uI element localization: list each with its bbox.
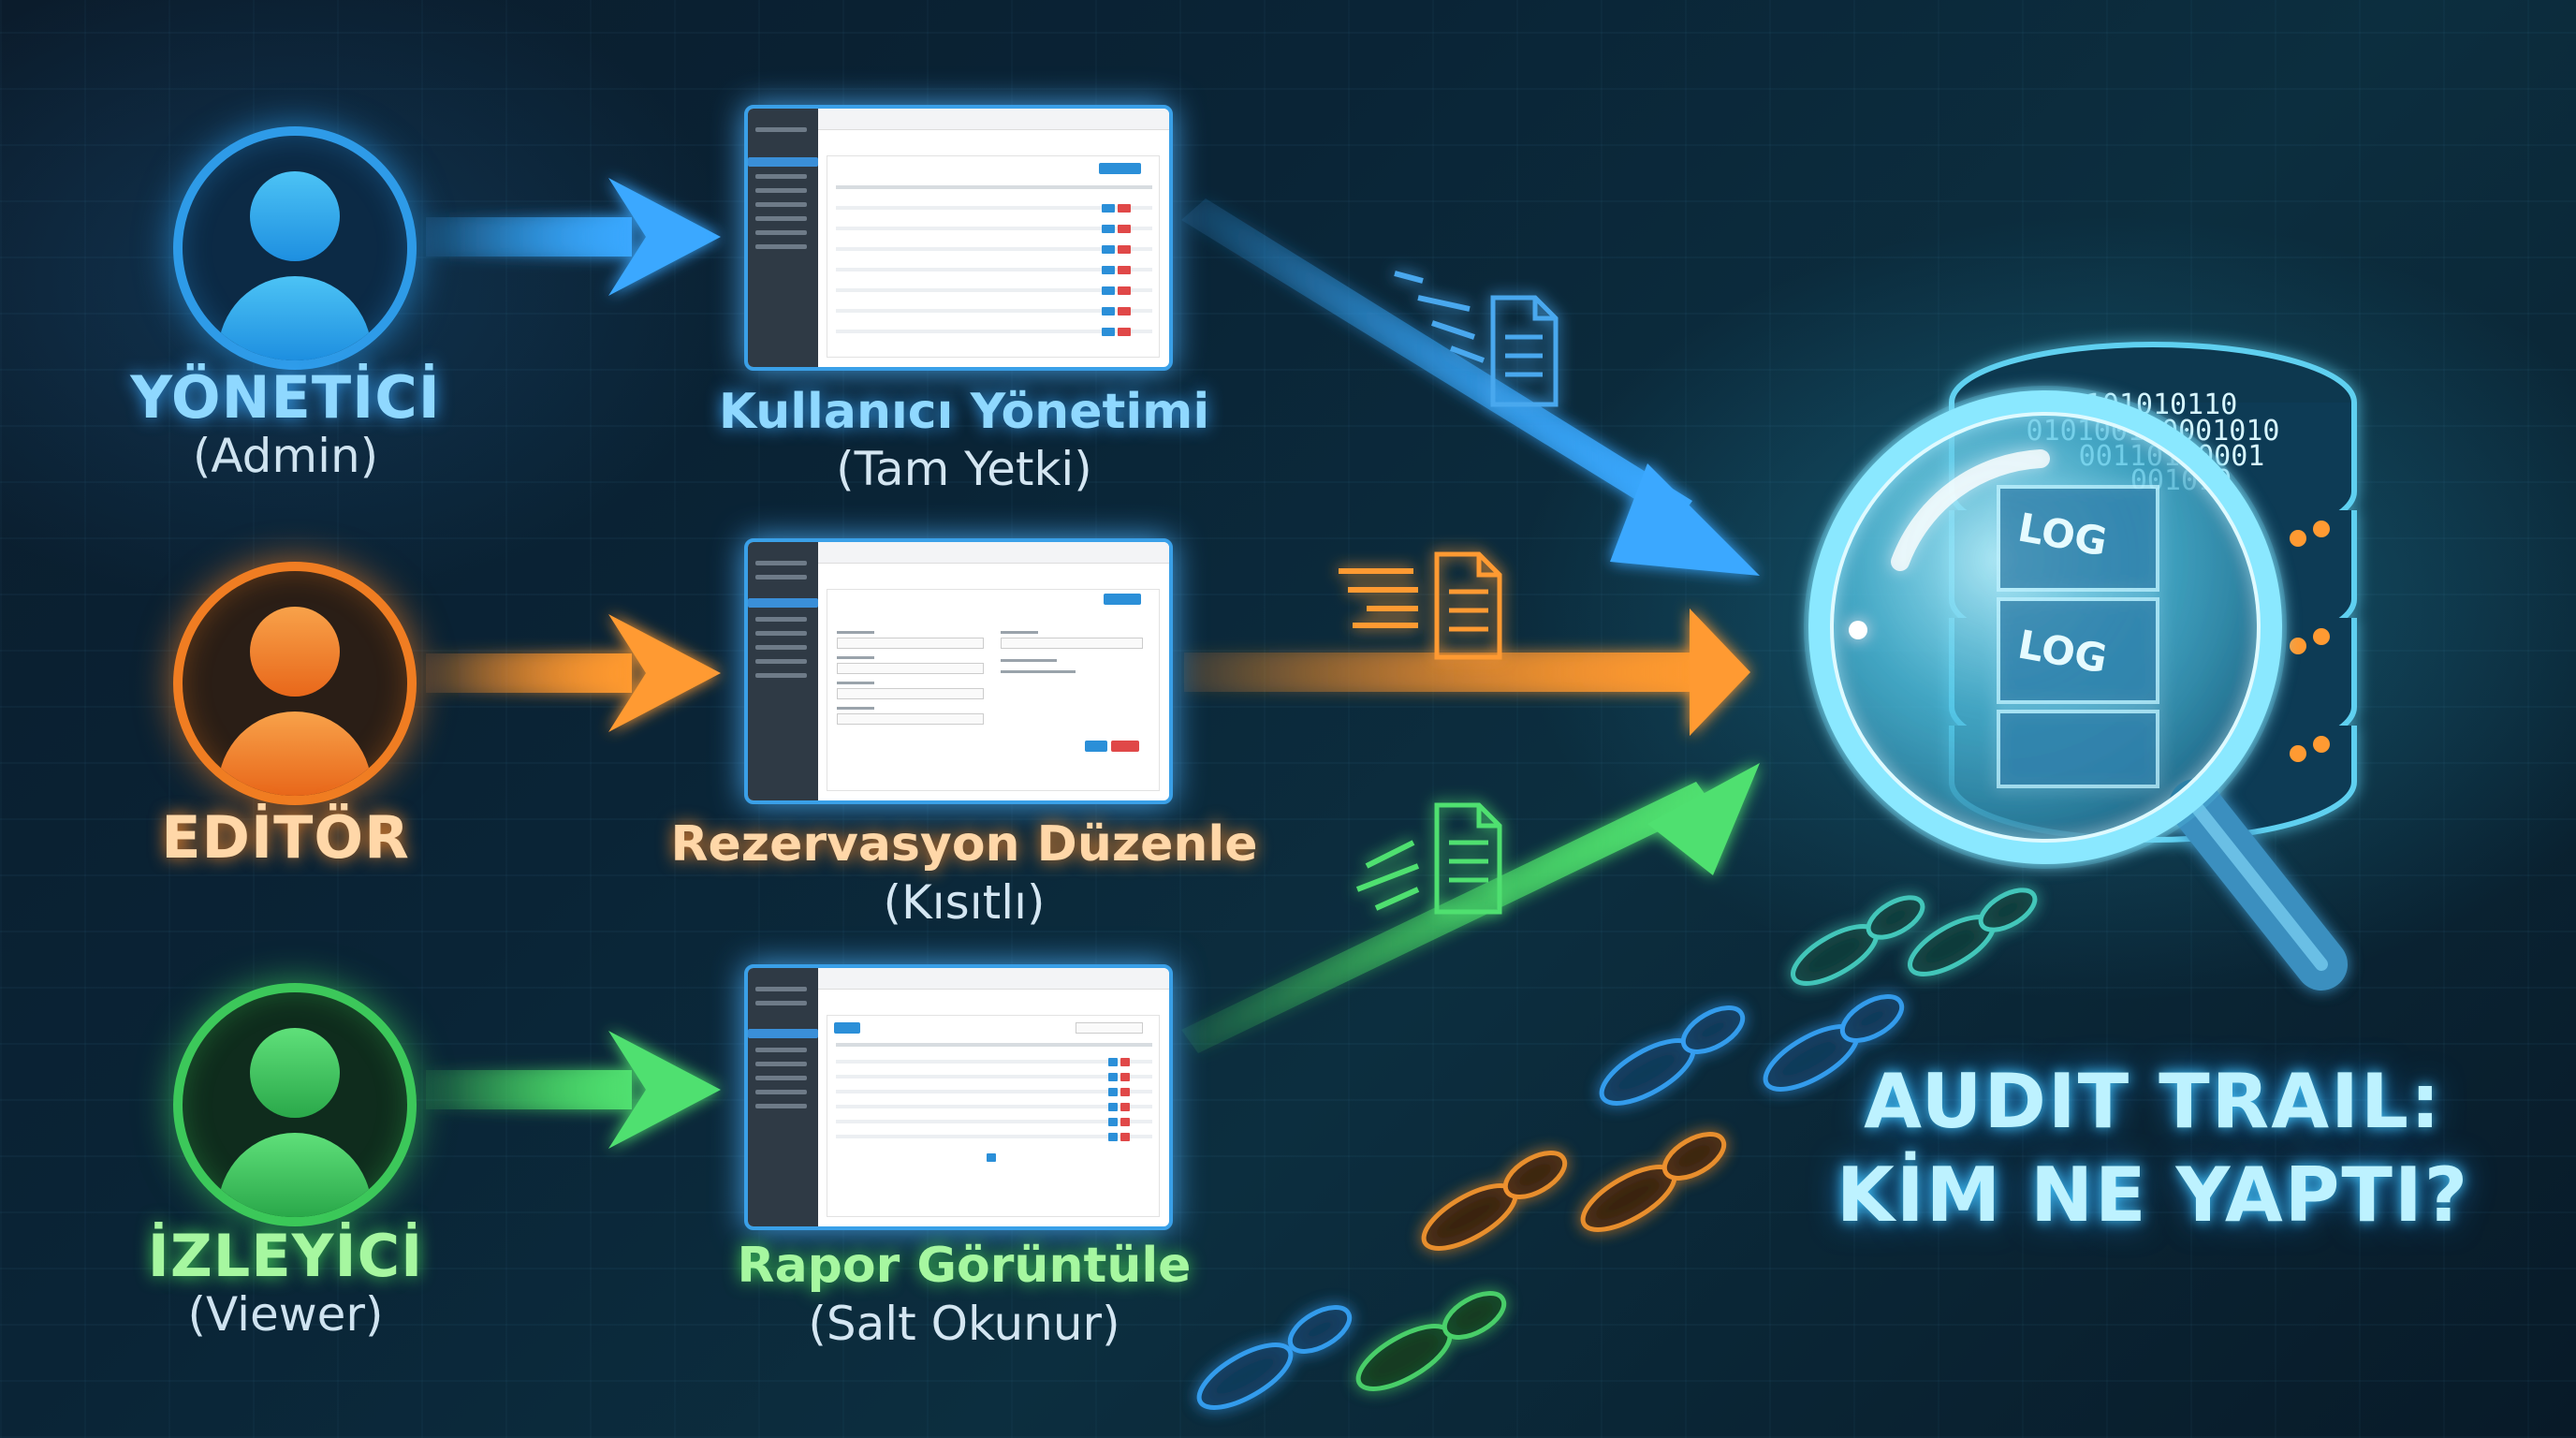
screen-title-user-management: Kullanıcı Yönetimi bbox=[718, 384, 1210, 440]
screen-sub-reservation-edit: (Kısıtlı) bbox=[883, 875, 1046, 930]
footprint-icon bbox=[1421, 1151, 1568, 1251]
screen-title-reservation-edit: Rezervasyon Düzenle bbox=[670, 816, 1258, 873]
audit-title-line2: KİM NE YAPTI? bbox=[1836, 1152, 2470, 1239]
screen-sub-report-view: (Salt Okunur) bbox=[808, 1297, 1120, 1351]
role-name-editor: EDİTÖR bbox=[161, 803, 410, 872]
screen-sidebar bbox=[748, 542, 818, 800]
screen-sidebar bbox=[748, 109, 818, 367]
role-name-viewer: İZLEYİCİ bbox=[147, 1222, 424, 1290]
user-icon-head bbox=[250, 1028, 340, 1118]
footprint-icon bbox=[1763, 994, 1905, 1092]
screen-sidebar bbox=[748, 968, 818, 1226]
magnifier-icon bbox=[1804, 386, 2348, 990]
role-name-admin: YÖNETİCİ bbox=[130, 363, 441, 432]
role-sub-admin: (Admin) bbox=[192, 429, 379, 483]
document-icon bbox=[1339, 551, 1502, 660]
document-icon bbox=[1355, 802, 1502, 915]
user-icon-body bbox=[218, 712, 372, 796]
audit-title-line1: AUDIT TRAIL: bbox=[1864, 1058, 2442, 1145]
footprint-trail bbox=[1196, 888, 2038, 1410]
document-icon bbox=[1394, 271, 1559, 407]
screen-title-report-view: Rapor Görüntüle bbox=[737, 1238, 1192, 1294]
admin-avatar bbox=[173, 126, 417, 370]
user-icon-head bbox=[250, 607, 340, 697]
viewer-avatar bbox=[173, 983, 417, 1226]
footprint-icon bbox=[1580, 1132, 1727, 1232]
footprint-icon bbox=[1355, 1291, 1507, 1391]
footprint-icon bbox=[1791, 895, 1925, 986]
footprint-icon bbox=[1908, 888, 2038, 976]
screen-report-view bbox=[744, 964, 1173, 1230]
arrow-admin-to-screen bbox=[426, 178, 721, 296]
user-icon-body bbox=[218, 276, 372, 360]
footprint-icon bbox=[1196, 1305, 1353, 1410]
screen-user-management bbox=[744, 105, 1173, 371]
role-sub-viewer: (Viewer) bbox=[187, 1287, 384, 1342]
arrow-admin-to-audit bbox=[1181, 198, 1760, 576]
user-icon-head bbox=[250, 171, 340, 261]
user-icon-body bbox=[218, 1133, 372, 1217]
screen-reservation-edit bbox=[744, 538, 1173, 804]
arrow-viewer-to-screen bbox=[426, 1031, 721, 1149]
arrow-editor-to-screen bbox=[426, 614, 721, 732]
editor-avatar bbox=[173, 562, 417, 805]
arrow-editor-to-audit bbox=[1184, 609, 1750, 736]
arrow-viewer-to-audit bbox=[1181, 763, 1760, 1053]
footprint-icon bbox=[1599, 1005, 1746, 1106]
screen-sub-user-management: (Tam Yetki) bbox=[836, 442, 1092, 496]
